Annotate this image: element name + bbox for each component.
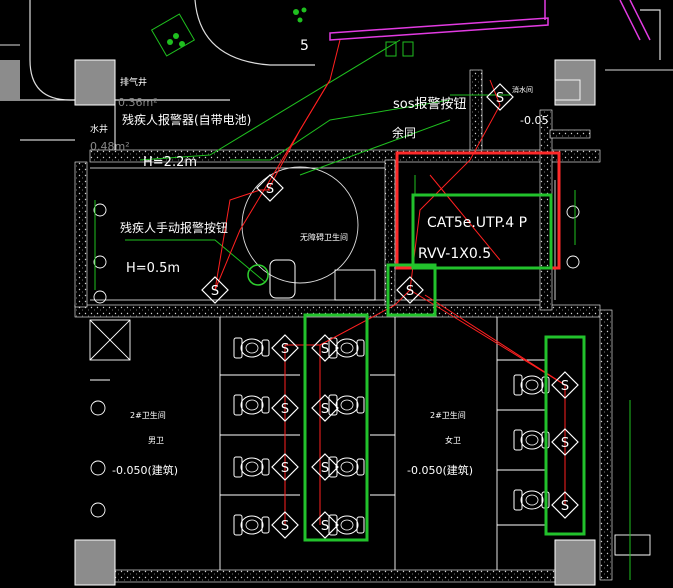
highlight-box-symbol [386, 263, 437, 317]
column [74, 539, 116, 586]
mens-level-label: -0.050(建筑) [112, 463, 178, 477]
womens-level-label: -0.050(建筑) [407, 463, 473, 477]
womens-room-label: 2#卫生间 [430, 410, 466, 420]
room-number: 5 [300, 38, 309, 54]
mens-room-label: 2#卫生间 [130, 410, 166, 420]
turning-circle [241, 166, 359, 284]
sos-symbol-label: S [266, 182, 274, 197]
column [554, 539, 596, 586]
highlight-box-cable [411, 193, 553, 270]
accessible-wc-label: 无障碍卫生间 [300, 232, 348, 242]
svg-text:S: S [561, 499, 569, 514]
svg-text:S: S [211, 284, 219, 299]
alarm-auto-label: 残疾人报警器(自带电池) [122, 112, 251, 127]
womens-sub-label: 女卫 [445, 435, 461, 445]
exhaust-shaft-label: 排气井 [120, 76, 147, 88]
sos-symbols: S S S S S S S S S S S S S S S [201, 83, 579, 539]
cable-spec-1: CAT5e.UTP.4 P [427, 215, 527, 231]
svg-text:S: S [321, 461, 329, 476]
svg-text:S: S [281, 402, 289, 417]
exhaust-area-label: 0.36m² [118, 96, 158, 109]
column [0, 60, 20, 100]
corner-top-label: 消水间 [512, 85, 533, 94]
manual-button-label: 残疾人手动报警按钮 [120, 220, 228, 235]
mens-stalls [89, 317, 396, 570]
water-shaft-label: 水井 [90, 123, 108, 135]
svg-text:S: S [561, 379, 569, 394]
svg-text:S: S [321, 402, 329, 417]
svg-text:S: S [321, 519, 329, 534]
same-as-label: 余同 [392, 125, 416, 140]
highlight-box-mens [303, 313, 369, 542]
height-top-label: H=2.2m [143, 155, 197, 170]
mens-sub-label: 男卫 [148, 436, 164, 445]
womens-stalls [496, 317, 651, 570]
svg-text:S: S [561, 436, 569, 451]
svg-text:S: S [321, 342, 329, 357]
column [554, 59, 596, 106]
cable-runs [214, 39, 566, 525]
level-right-label: -0.05 [520, 114, 548, 127]
svg-text:S: S [496, 91, 504, 106]
water-area-label: 0.48m² [90, 140, 130, 153]
sos-button-label: sos报警按钮 [393, 96, 467, 112]
svg-text:S: S [281, 342, 289, 357]
height-bottom-label: H=0.5m [126, 261, 180, 276]
svg-text:S: S [281, 519, 289, 534]
duct-line [329, 17, 549, 41]
svg-text:S: S [406, 284, 414, 299]
cable-spec-2: RVV-1X0.5 [418, 246, 491, 262]
column [74, 59, 116, 106]
highlight-box-womens [544, 335, 586, 536]
svg-text:S: S [281, 461, 289, 476]
